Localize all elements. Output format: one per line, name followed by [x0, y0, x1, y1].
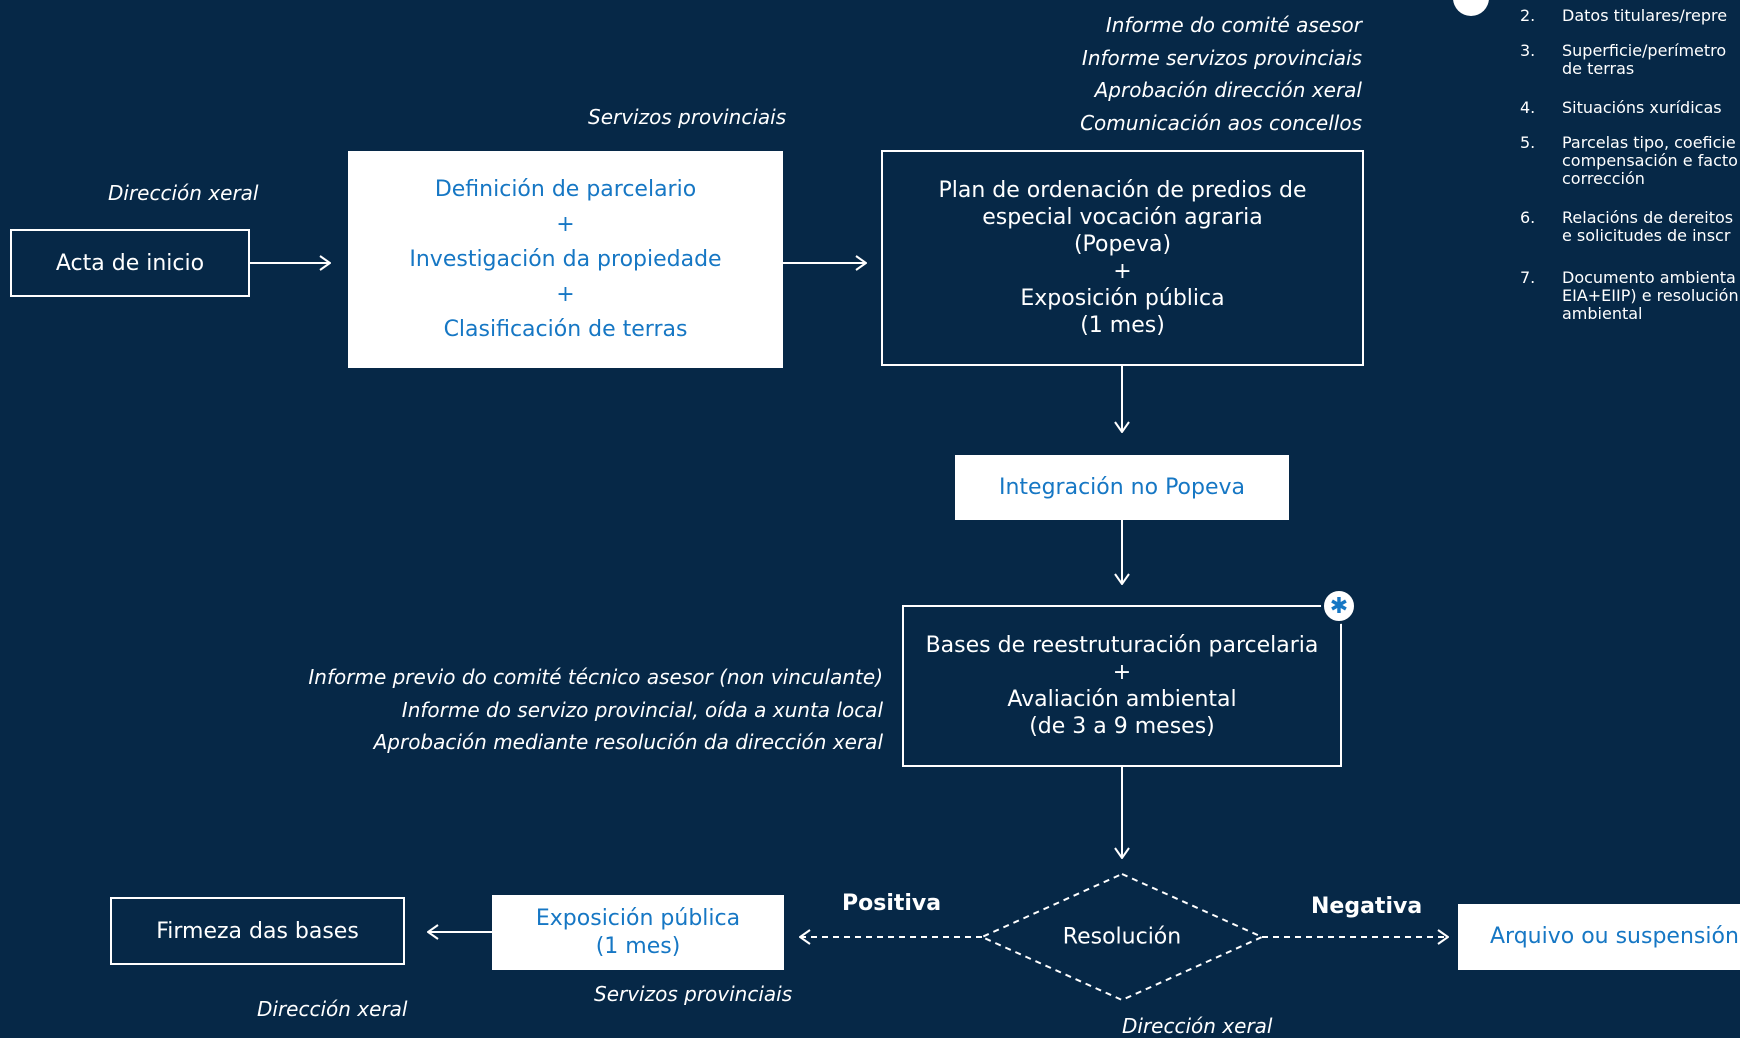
positive-label: Positiva	[842, 891, 942, 916]
negative-label: Negativa	[1311, 894, 1423, 919]
arquivo-label: Arquivo ou suspensión	[1490, 924, 1739, 949]
resolucion-label: Resolución	[1062, 924, 1182, 950]
popeva-plus: +	[1113, 259, 1132, 284]
exposicion-box: Exposición pública (1 mes)	[492, 895, 784, 970]
side-note-text: Superficie/perímetro de terras	[1562, 41, 1727, 78]
bases-box: Bases de reestruturación parcelaria + Av…	[902, 605, 1342, 767]
side-note-num: 2.	[1520, 6, 1536, 25]
popeva-line-3: (Popeva)	[1073, 232, 1172, 257]
side-note-text: Datos titulares/repre	[1562, 6, 1728, 25]
side-note-num: 4.	[1520, 98, 1536, 117]
bases-line-3: (de 3 a 9 meses)	[1029, 714, 1215, 739]
acta-de-inicio-box: Acta de inicio	[10, 229, 250, 297]
exposicion-line-2: (1 mes)	[595, 933, 681, 959]
resolucion-actor-label: Dirección xeral	[1122, 1014, 1273, 1038]
exposicion-actor-label: Servizos provinciais	[594, 982, 793, 1006]
parcelario-line-1: Definición de parcelario	[434, 176, 697, 202]
integracion-label: Integración no Popeva	[998, 474, 1246, 500]
parcelario-line-2: Investigación da propiedade	[409, 246, 722, 272]
popeva-box: Plan de ordenación de predios de especia…	[881, 150, 1364, 366]
bases-plus: +	[1112, 660, 1132, 685]
side-note-num: 7.	[1520, 268, 1536, 287]
popeva-note-2: Informe servizos provinciais	[1081, 45, 1362, 70]
side-note-badge	[1453, 0, 1489, 16]
parcelario-plus-1: +	[556, 211, 575, 237]
firmeza-box: Firmeza das bases	[110, 897, 405, 965]
arquivo-box: Arquivo ou suspensión	[1458, 904, 1740, 970]
side-note-text: Relacións de dereitos e solicitudes de i…	[1562, 208, 1734, 245]
acta-label: Acta de inicio	[55, 250, 205, 276]
bases-line-1: Bases de reestruturación parcelaria	[925, 633, 1319, 658]
popeva-notes: Informe do comité asesor Informe servizo…	[1080, 9, 1362, 139]
integracion-box: Integración no Popeva	[955, 455, 1289, 520]
firmeza-actor-label: Dirección xeral	[257, 997, 408, 1021]
popeva-note-4: Comunicación aos concellos	[1080, 110, 1362, 135]
bases-note-1: Informe previo do comité técnico asesor …	[308, 665, 883, 689]
firmeza-label: Firmeza das bases	[156, 918, 359, 944]
side-note-num: 5.	[1520, 133, 1536, 152]
parcelario-line-3: Clasificación de terras	[443, 316, 688, 342]
bases-notes: Informe previo do comité técnico asesor …	[308, 661, 883, 759]
resolucion-diamond	[979, 872, 1265, 1002]
exposicion-line-1: Exposición pública	[535, 905, 741, 931]
popeva-line-1: Plan de ordenación de predios de	[938, 178, 1307, 203]
side-note-text: Parcelas tipo, coeficie compensación e f…	[1562, 133, 1738, 188]
side-note-num: 6.	[1520, 208, 1536, 227]
side-note-text: Situacións xurídicas	[1562, 98, 1722, 117]
parcelario-box: Definición de parcelario + Investigación…	[348, 151, 783, 368]
asterisk-icon[interactable]: ✱	[1321, 588, 1357, 624]
side-note-text: Documento ambienta EIA+EIIP) e resolució…	[1562, 268, 1739, 323]
popeva-line-2: especial vocación agraria	[982, 205, 1263, 230]
bases-note-2: Informe do servizo provincial, oída a xu…	[401, 697, 883, 722]
popeva-line-4: Exposición pública	[1020, 286, 1225, 311]
side-note-num: 3.	[1520, 41, 1536, 60]
acta-actor-label: Dirección xeral	[108, 181, 259, 205]
popeva-note-1: Informe do comité asesor	[1105, 13, 1362, 37]
parcelario-plus-2: +	[556, 281, 575, 307]
parcelario-actor-label: Servizos provinciais	[588, 105, 787, 129]
popeva-line-5: (1 mes)	[1080, 313, 1165, 338]
bases-note-3: Aprobación mediante resolución da direcc…	[373, 730, 883, 754]
bases-line-2: Avaliación ambiental	[1007, 687, 1237, 712]
popeva-note-3: Aprobación dirección xeral	[1094, 78, 1362, 102]
